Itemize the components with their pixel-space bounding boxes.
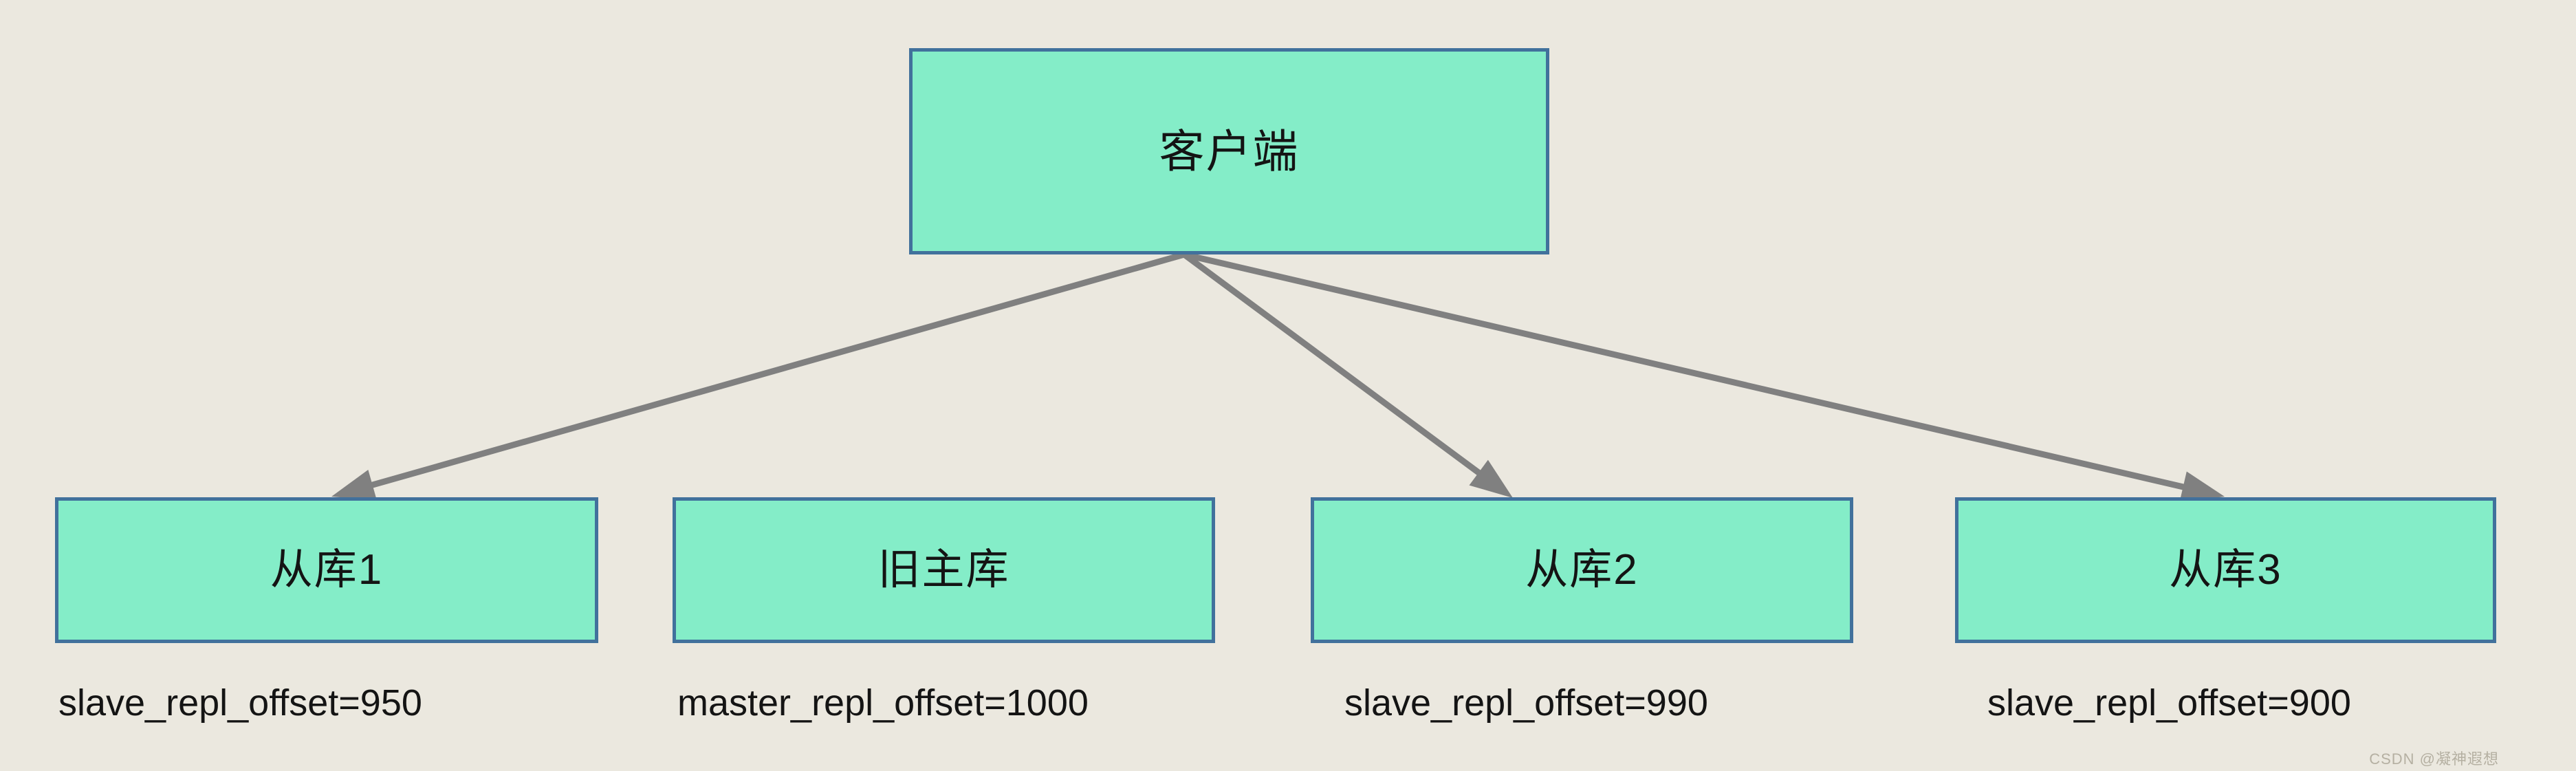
node-slave-2-label: 从库2 [1525, 546, 1639, 594]
node-old-master: 旧主库 [673, 497, 1215, 643]
offset-label-old-master: master_repl_offset=1000 [677, 682, 1089, 724]
node-slave-2: 从库2 [1311, 497, 1853, 643]
node-slave-1: 从库1 [55, 497, 598, 643]
arrow-client-to-3 [1182, 252, 1513, 498]
arrow-shaft [363, 251, 1186, 490]
node-client: 客户端 [909, 48, 1549, 254]
node-slave-1-label: 从库1 [270, 546, 384, 594]
node-slave-3-label: 从库3 [2169, 546, 2282, 594]
arrow-head [331, 469, 377, 501]
arrow-shaft [1182, 252, 1487, 480]
arrow-client-to-4 [1183, 251, 2225, 503]
node-slave-3: 从库3 [1955, 497, 2496, 643]
node-old-master-label: 旧主库 [877, 546, 1010, 594]
node-client-label: 客户端 [1159, 126, 1300, 177]
arrow-client-to-1 [331, 251, 1186, 501]
offset-label-slave-3: slave_repl_offset=900 [1987, 682, 2351, 724]
arrow-head [1469, 459, 1513, 498]
offset-label-slave-1: slave_repl_offset=950 [58, 682, 422, 724]
csdn-watermark: CSDN @凝神遐想 [2369, 750, 2499, 768]
offset-label-slave-2: slave_repl_offset=990 [1344, 682, 1708, 724]
arrow-shaft [1183, 251, 2192, 492]
